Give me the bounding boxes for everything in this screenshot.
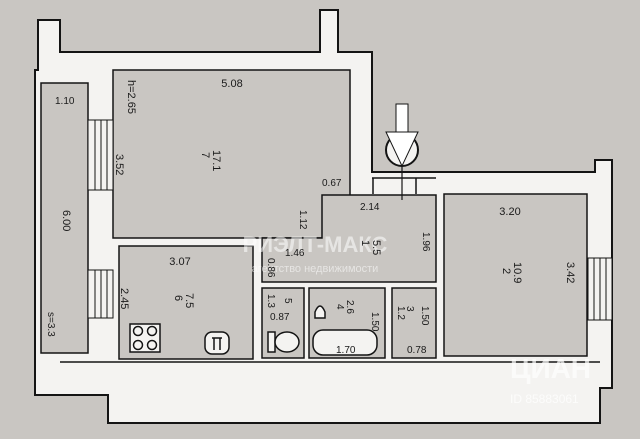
entrance-arrow-icon: [385, 103, 419, 200]
room-3-number: 3: [404, 306, 415, 312]
watermark-brand: РИЭЛТ-МАКС агентство недвижимости: [243, 232, 388, 275]
dim-kitchen-width: 3.07: [169, 256, 190, 268]
dim-wc-a: 1.3: [265, 294, 276, 308]
dim-balcony-width: 1.10: [55, 96, 75, 107]
room-4-number: 4: [334, 304, 345, 310]
dim-balcony-length: 6.00: [60, 210, 72, 231]
dim-bath-a: 1.50: [369, 312, 380, 332]
dim-room2-width: 3.20: [499, 206, 520, 218]
balcony: [40, 82, 89, 354]
stove-icon: [129, 323, 161, 353]
watermark-id-text: ID 85883061: [510, 392, 579, 406]
room-7-interior: [112, 69, 351, 239]
sink-icon: [204, 331, 230, 355]
floor-lines: [60, 177, 600, 363]
dim-balcony-area: s=3.3: [45, 312, 56, 337]
dim-closet-a: 1.50: [419, 306, 430, 326]
dim-ceiling: h=2.65: [125, 80, 137, 114]
toilet-icon: [267, 331, 300, 353]
window-right: [587, 257, 613, 321]
room-7-number: 7: [199, 152, 211, 158]
room-4-area: 2.6: [344, 300, 355, 314]
corridor-interior: [261, 194, 437, 283]
dim-top-width: 5.08: [221, 78, 242, 90]
bathtub-icon: [312, 305, 378, 356]
windows: [87, 119, 613, 321]
room-2-interior: [443, 193, 588, 357]
dim-corr-b: 2.14: [360, 202, 380, 213]
dim-hall-b: 1.46: [285, 248, 305, 259]
watermark-brand-text: РИЭЛТ-МАКС: [243, 232, 388, 257]
dim-kitchen-depth: 2.45: [118, 288, 130, 309]
watermark-site-text: ЦИАН: [510, 353, 591, 384]
dim-room2-depth: 3.42: [564, 262, 576, 283]
room-1-number: 1: [359, 240, 371, 246]
closet-interior: [391, 287, 437, 359]
kitchen-interior: [118, 245, 254, 360]
dim-corr-c: 1.12: [297, 210, 308, 230]
window-left-bottom: [87, 269, 114, 319]
dim-wc-b: 0.87: [270, 312, 290, 323]
window-left-top: [87, 119, 114, 191]
room-3-area: 1.2: [395, 306, 406, 320]
labels: 5.08 h=2.65 3.52 7 17.1 1.10 6.00 s=3.3 …: [45, 78, 576, 356]
watermark-tagline-text: агентство недвижимости: [252, 263, 379, 275]
dim-hall-a: 0.86: [265, 258, 276, 278]
dim-corr-a: 0.67: [322, 178, 342, 189]
room-7-area: 17.1: [210, 150, 222, 171]
room-5-number: 5: [282, 298, 293, 304]
dim-closet-b: 0.78: [407, 345, 427, 356]
room-2-area: 10.9: [511, 262, 523, 283]
room-2-number: 2: [500, 268, 512, 274]
room-6-area: 7.5: [183, 293, 195, 308]
room-1-area: 5.5: [370, 240, 382, 255]
dim-corr-d: 1.96: [420, 232, 431, 252]
room-6-number: 6: [172, 295, 184, 301]
dim-room7-depth: 3.52: [113, 154, 125, 175]
dim-bath-b: 1.70: [336, 345, 356, 356]
